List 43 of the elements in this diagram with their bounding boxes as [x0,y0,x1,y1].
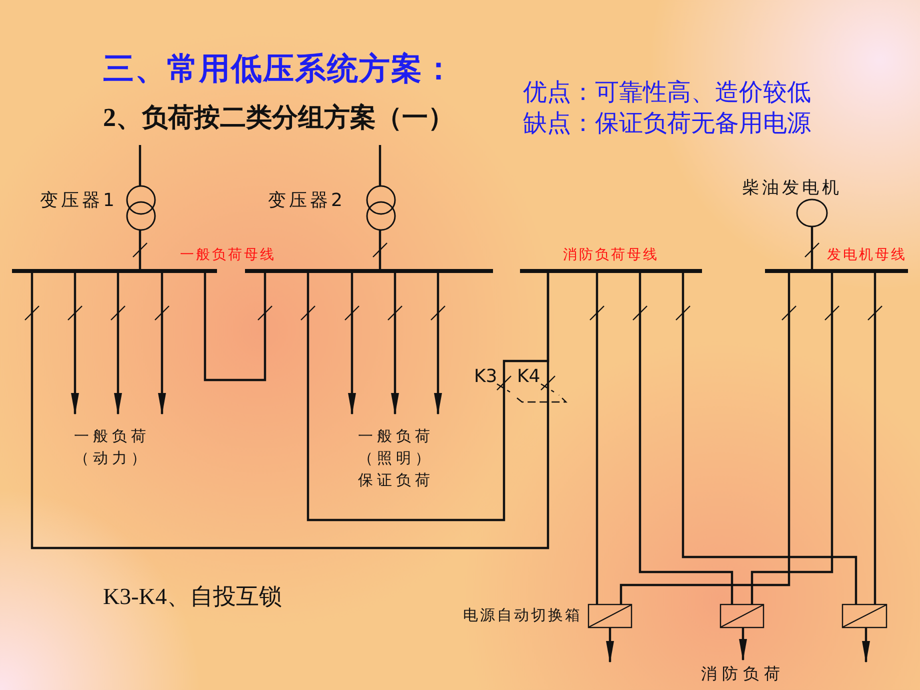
switch-box-label: 电源自动切换箱 [463,606,582,625]
disadvantage-note: 缺点：保证负荷无备用电源 [523,110,811,139]
arrow [606,628,614,663]
connector-line [306,273,550,522]
transformer-label: 变压器1 [40,189,118,212]
advantage-note: 优点：可靠性高、造价较低 [523,78,811,108]
connector-line [620,273,790,604]
connector-line [638,273,734,604]
arrow [739,628,747,661]
title: 三、常用低压系统方案： [103,50,455,88]
connector-line [378,230,382,269]
switch-label: K3 [474,366,498,387]
transfer-switch-box [842,604,887,628]
load-label: 一般负荷（照明）保证负荷 [356,414,436,492]
connector-line [204,273,266,382]
load-label: 一般负荷（动力） [72,414,152,470]
transformer-label: 变压器2 [268,189,346,212]
connector-line [138,230,142,269]
connector-line [138,145,142,186]
arrow [391,273,399,415]
connector-line [810,226,814,269]
generator-label: 柴油发电机 [742,177,842,199]
interlock-note: K3-K4、自投互锁 [103,583,282,611]
connector-line [750,273,834,604]
transfer-switch-box [720,604,764,628]
connector-line [682,273,858,604]
subtitle: 2、负荷按二类分组方案（一） [103,104,454,132]
busbar-label: 消防负荷母线 [563,246,659,264]
arrow [158,273,166,415]
connector-line [874,273,876,604]
arrow [348,273,356,415]
arrow [71,273,79,415]
connector-line [30,273,550,550]
transfer-switch-box [588,604,632,628]
load-label: 消防负荷 [696,660,790,686]
connector-line [596,273,598,604]
switch-label: K4 [517,366,540,387]
connector-line [378,145,382,186]
arrow [862,628,870,663]
busbar-label: 一般负荷母线 [180,246,276,264]
arrow [434,273,442,415]
arrow [114,273,122,415]
busbar-label: 发电机母线 [827,246,907,264]
